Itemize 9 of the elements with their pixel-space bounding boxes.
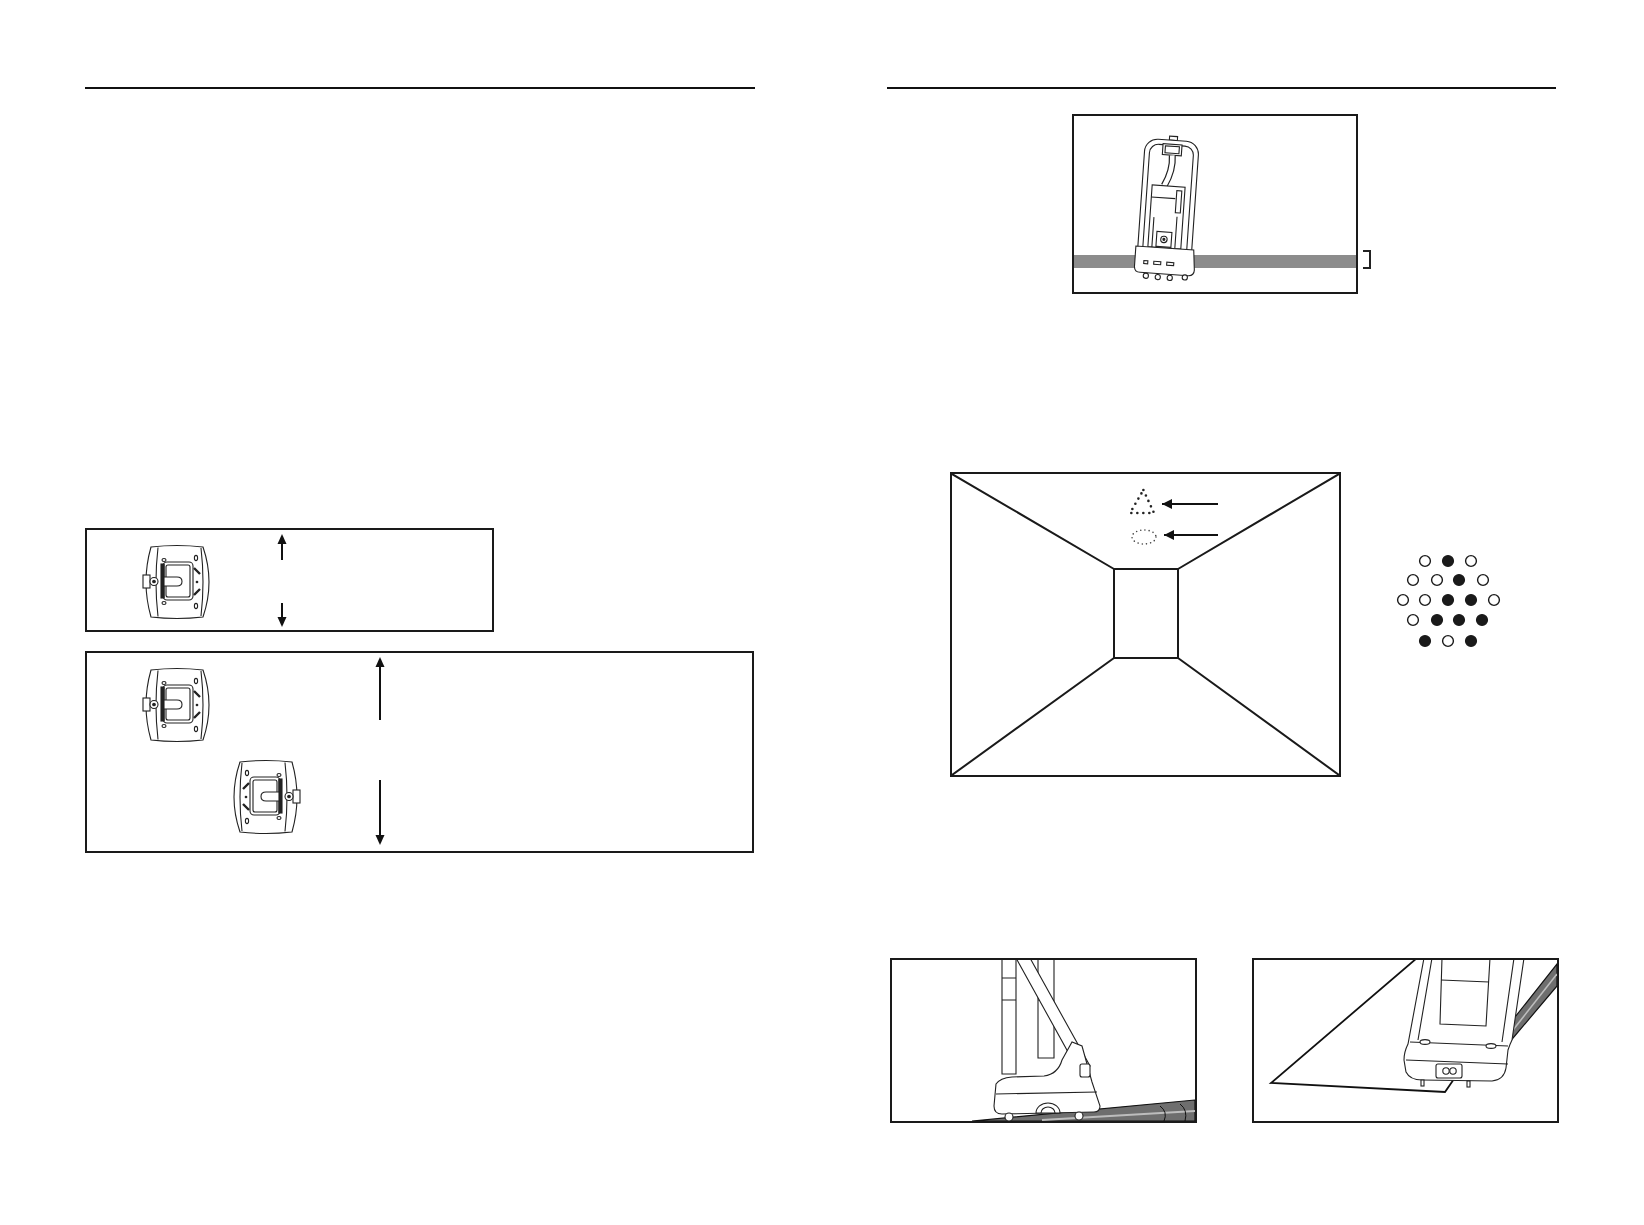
illustration-panel [85,528,494,632]
illustration-panel [1072,114,1358,294]
dotted-triangle-mark [1128,488,1156,515]
dotted-ring-mark [1130,528,1158,546]
arrow [1161,499,1219,509]
illustration-panel [85,651,754,853]
illustration-panel [890,958,1197,1123]
illustration-panel [1252,958,1559,1123]
arrow [1163,530,1219,540]
